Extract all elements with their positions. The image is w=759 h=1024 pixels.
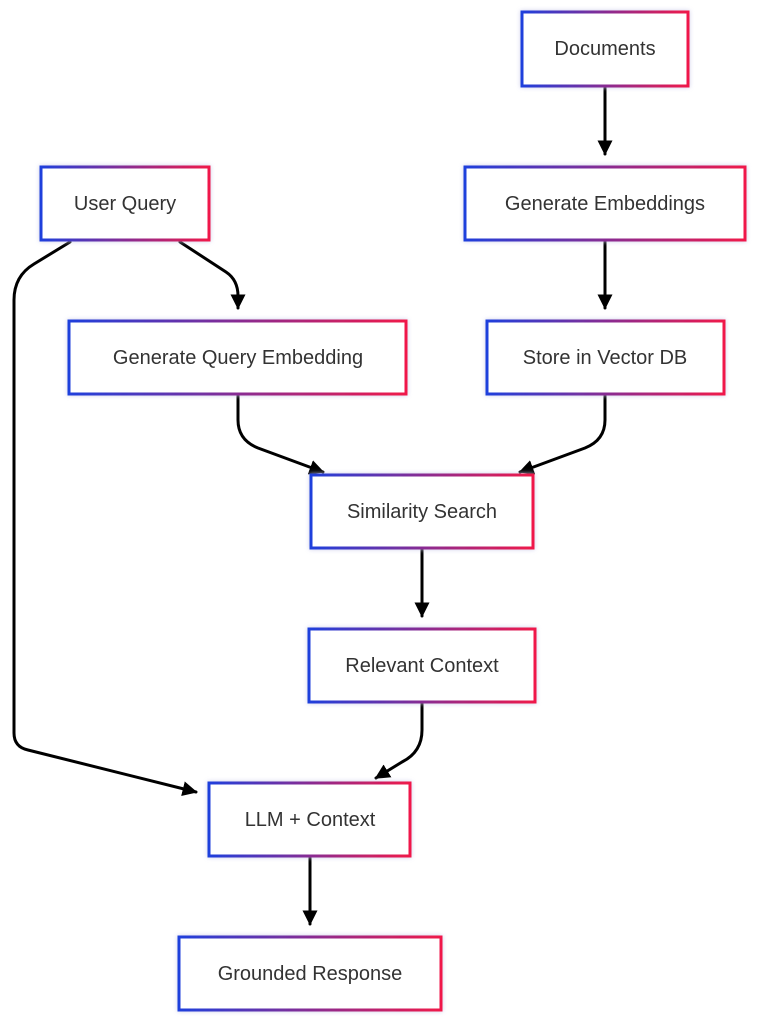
- node-llm-context: LLM + Context: [207, 781, 412, 858]
- edge-relevant-context-to-llm-context: [374, 702, 424, 780]
- edge-user-query-to-query-embedding: [178, 240, 246, 310]
- node-relevant-context-label: Relevant Context: [345, 655, 499, 677]
- node-store-in-vector-db-label: Store in Vector DB: [523, 347, 688, 369]
- node-documents-label: Documents: [554, 38, 655, 60]
- edge-query-embedding-to-similarity: [236, 394, 325, 475]
- edge-store-to-similarity: [518, 394, 607, 475]
- node-similarity-search-label: Similarity Search: [347, 501, 497, 523]
- node-generate-embeddings-label: Generate Embeddings: [505, 193, 705, 215]
- node-documents: Documents: [520, 10, 690, 88]
- node-relevant-context: Relevant Context: [307, 627, 537, 704]
- node-generate-embeddings: Generate Embeddings: [463, 165, 747, 242]
- node-generate-query-embedding: Generate Query Embedding: [67, 319, 408, 396]
- node-user-query-label: User Query: [74, 193, 176, 215]
- edges: [12, 86, 613, 926]
- node-similarity-search: Similarity Search: [309, 473, 535, 550]
- node-grounded-response-label: Grounded Response: [218, 963, 403, 985]
- node-user-query: User Query: [39, 165, 211, 242]
- node-generate-query-embedding-label: Generate Query Embedding: [113, 347, 363, 369]
- node-store-in-vector-db: Store in Vector DB: [485, 319, 726, 396]
- edge-user-query-to-llm-context: [12, 240, 198, 797]
- node-grounded-response: Grounded Response: [177, 935, 443, 1012]
- node-llm-context-label: LLM + Context: [245, 809, 376, 831]
